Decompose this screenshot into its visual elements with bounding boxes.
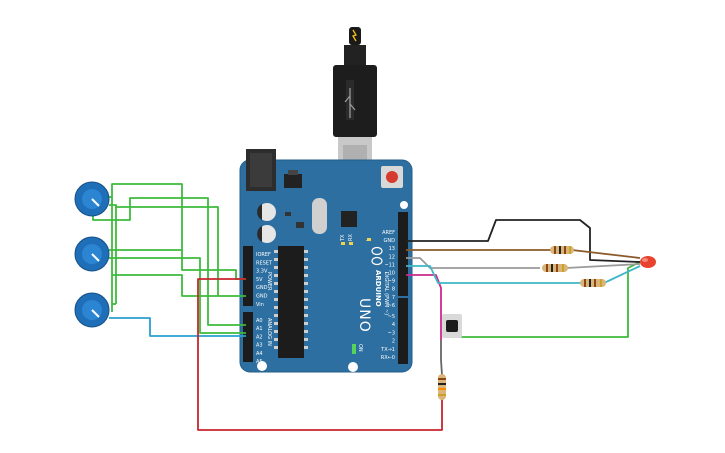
analog-header[interactable] <box>243 312 253 362</box>
digital-header-label: DIGITAL (PWM ~) <box>383 272 389 315</box>
digital-pin-1: GND <box>384 238 396 244</box>
digital-pin-10: ~5 <box>388 314 395 320</box>
power-pin-2: 3.3V <box>256 269 268 275</box>
power-pin-5: GND <box>256 294 268 300</box>
digital-pin-0: AREF <box>382 230 395 236</box>
wire-d10-button[interactable] <box>406 274 442 340</box>
wire-5v-red[interactable] <box>197 278 443 431</box>
wire-d12[interactable] <box>406 257 641 269</box>
wire-pot2-gnd[interactable] <box>112 274 218 297</box>
wire-d11[interactable] <box>406 265 641 284</box>
analog-pin-4: A4 <box>256 351 263 357</box>
power-pin-3: 5V <box>256 277 263 283</box>
wire-button-resistor[interactable] <box>440 340 443 376</box>
potentiometer-2[interactable] <box>74 236 110 272</box>
digital-pin-5: ~10 <box>384 271 395 277</box>
digital-pin-3: 12 <box>389 254 395 260</box>
led[interactable] <box>640 256 656 268</box>
resistor-r3[interactable] <box>580 279 606 287</box>
power-header-label: POWER <box>266 272 272 291</box>
reset-button[interactable] <box>381 166 403 188</box>
arduino-board[interactable]: TX RX L ARDUINO UNO <box>239 149 413 373</box>
analog-pin-2: A2 <box>256 334 263 340</box>
wire-button-led[interactable] <box>456 261 641 338</box>
digital-pin-8: 7 <box>392 295 395 301</box>
resistor-r4[interactable] <box>438 374 446 400</box>
power-header[interactable] <box>243 246 253 306</box>
digital-pin-9: ~6 <box>388 303 395 309</box>
digital-pin-4: ~11 <box>384 262 395 268</box>
arduino-name: ARDUINO <box>374 270 382 307</box>
wire-pot1-gnd[interactable] <box>109 204 246 297</box>
digital-pin-13: 2 <box>392 339 395 345</box>
potentiometer-1[interactable] <box>74 181 110 217</box>
power-pin-0: IOREF <box>256 252 271 258</box>
power-pin-6: Vin <box>256 302 264 308</box>
resistor-r2[interactable] <box>542 264 568 272</box>
uno-label: UNO <box>356 298 372 333</box>
wire-gnd-led[interactable] <box>406 219 641 263</box>
analog-pin-5: A5 <box>256 359 263 365</box>
digital-pin-12: ~3 <box>388 330 395 336</box>
power-pin-4: GND <box>256 285 268 291</box>
digital-pin-2: 13 <box>389 246 395 252</box>
digital-pin-6: ~9 <box>388 279 395 285</box>
resistor-r1[interactable] <box>550 246 574 254</box>
atmega-chip <box>278 246 304 358</box>
digital-header-top[interactable] <box>398 212 408 296</box>
power-pin-1: RESET <box>256 260 273 266</box>
analog-pin-1: A1 <box>256 326 263 332</box>
digital-pin-15: RX←0 <box>381 355 395 361</box>
analog-pin-3: A3 <box>256 343 263 349</box>
wire-pot1-wiper[interactable] <box>92 197 246 326</box>
wire-pot1-5v[interactable] <box>109 183 246 280</box>
wire-d13[interactable] <box>406 249 641 259</box>
tx-label: TX <box>340 234 346 242</box>
digital-pin-14: TX→1 <box>380 347 395 353</box>
digital-pin-7: 8 <box>392 287 395 293</box>
analog-header-label: ANALOG IN <box>266 318 272 346</box>
digital-header-bottom[interactable] <box>398 298 408 364</box>
digital-pin-11: 4 <box>392 322 395 328</box>
push-button[interactable] <box>442 314 462 338</box>
potentiometer-3[interactable] <box>74 292 110 328</box>
on-label: ON <box>357 344 363 352</box>
analog-pin-0: A0 <box>256 318 263 324</box>
rx-label: RX <box>348 234 354 241</box>
arduino-logo <box>371 246 383 266</box>
